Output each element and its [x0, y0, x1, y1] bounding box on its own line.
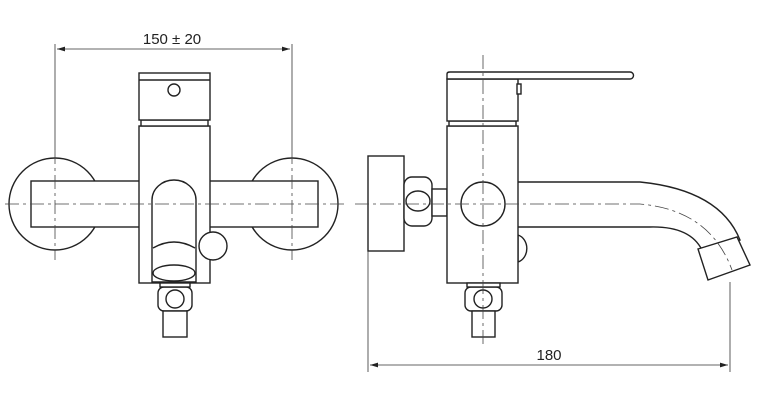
front-view: 150 ± 20	[5, 31, 345, 338]
handle-side	[446, 78, 519, 122]
lever	[446, 71, 635, 80]
spout	[509, 181, 741, 251]
handle-hole	[167, 83, 181, 97]
wall-rosette	[367, 155, 405, 252]
diverter-spout	[151, 179, 197, 283]
handle-ring	[140, 119, 209, 127]
bottom-pipe	[162, 310, 188, 338]
spout-aerator	[697, 236, 751, 281]
diverter-outlet	[152, 264, 196, 282]
diverter-knob	[198, 231, 228, 261]
diverter-knob-side	[517, 234, 528, 263]
bottom-pipe-side	[471, 310, 496, 338]
dimension-label-projection: 180	[536, 347, 561, 364]
wall-connector	[431, 188, 448, 217]
side-view: 180	[355, 55, 751, 372]
dimension-label-width: 150 ± 20	[143, 31, 201, 48]
wall-nut	[403, 176, 433, 227]
